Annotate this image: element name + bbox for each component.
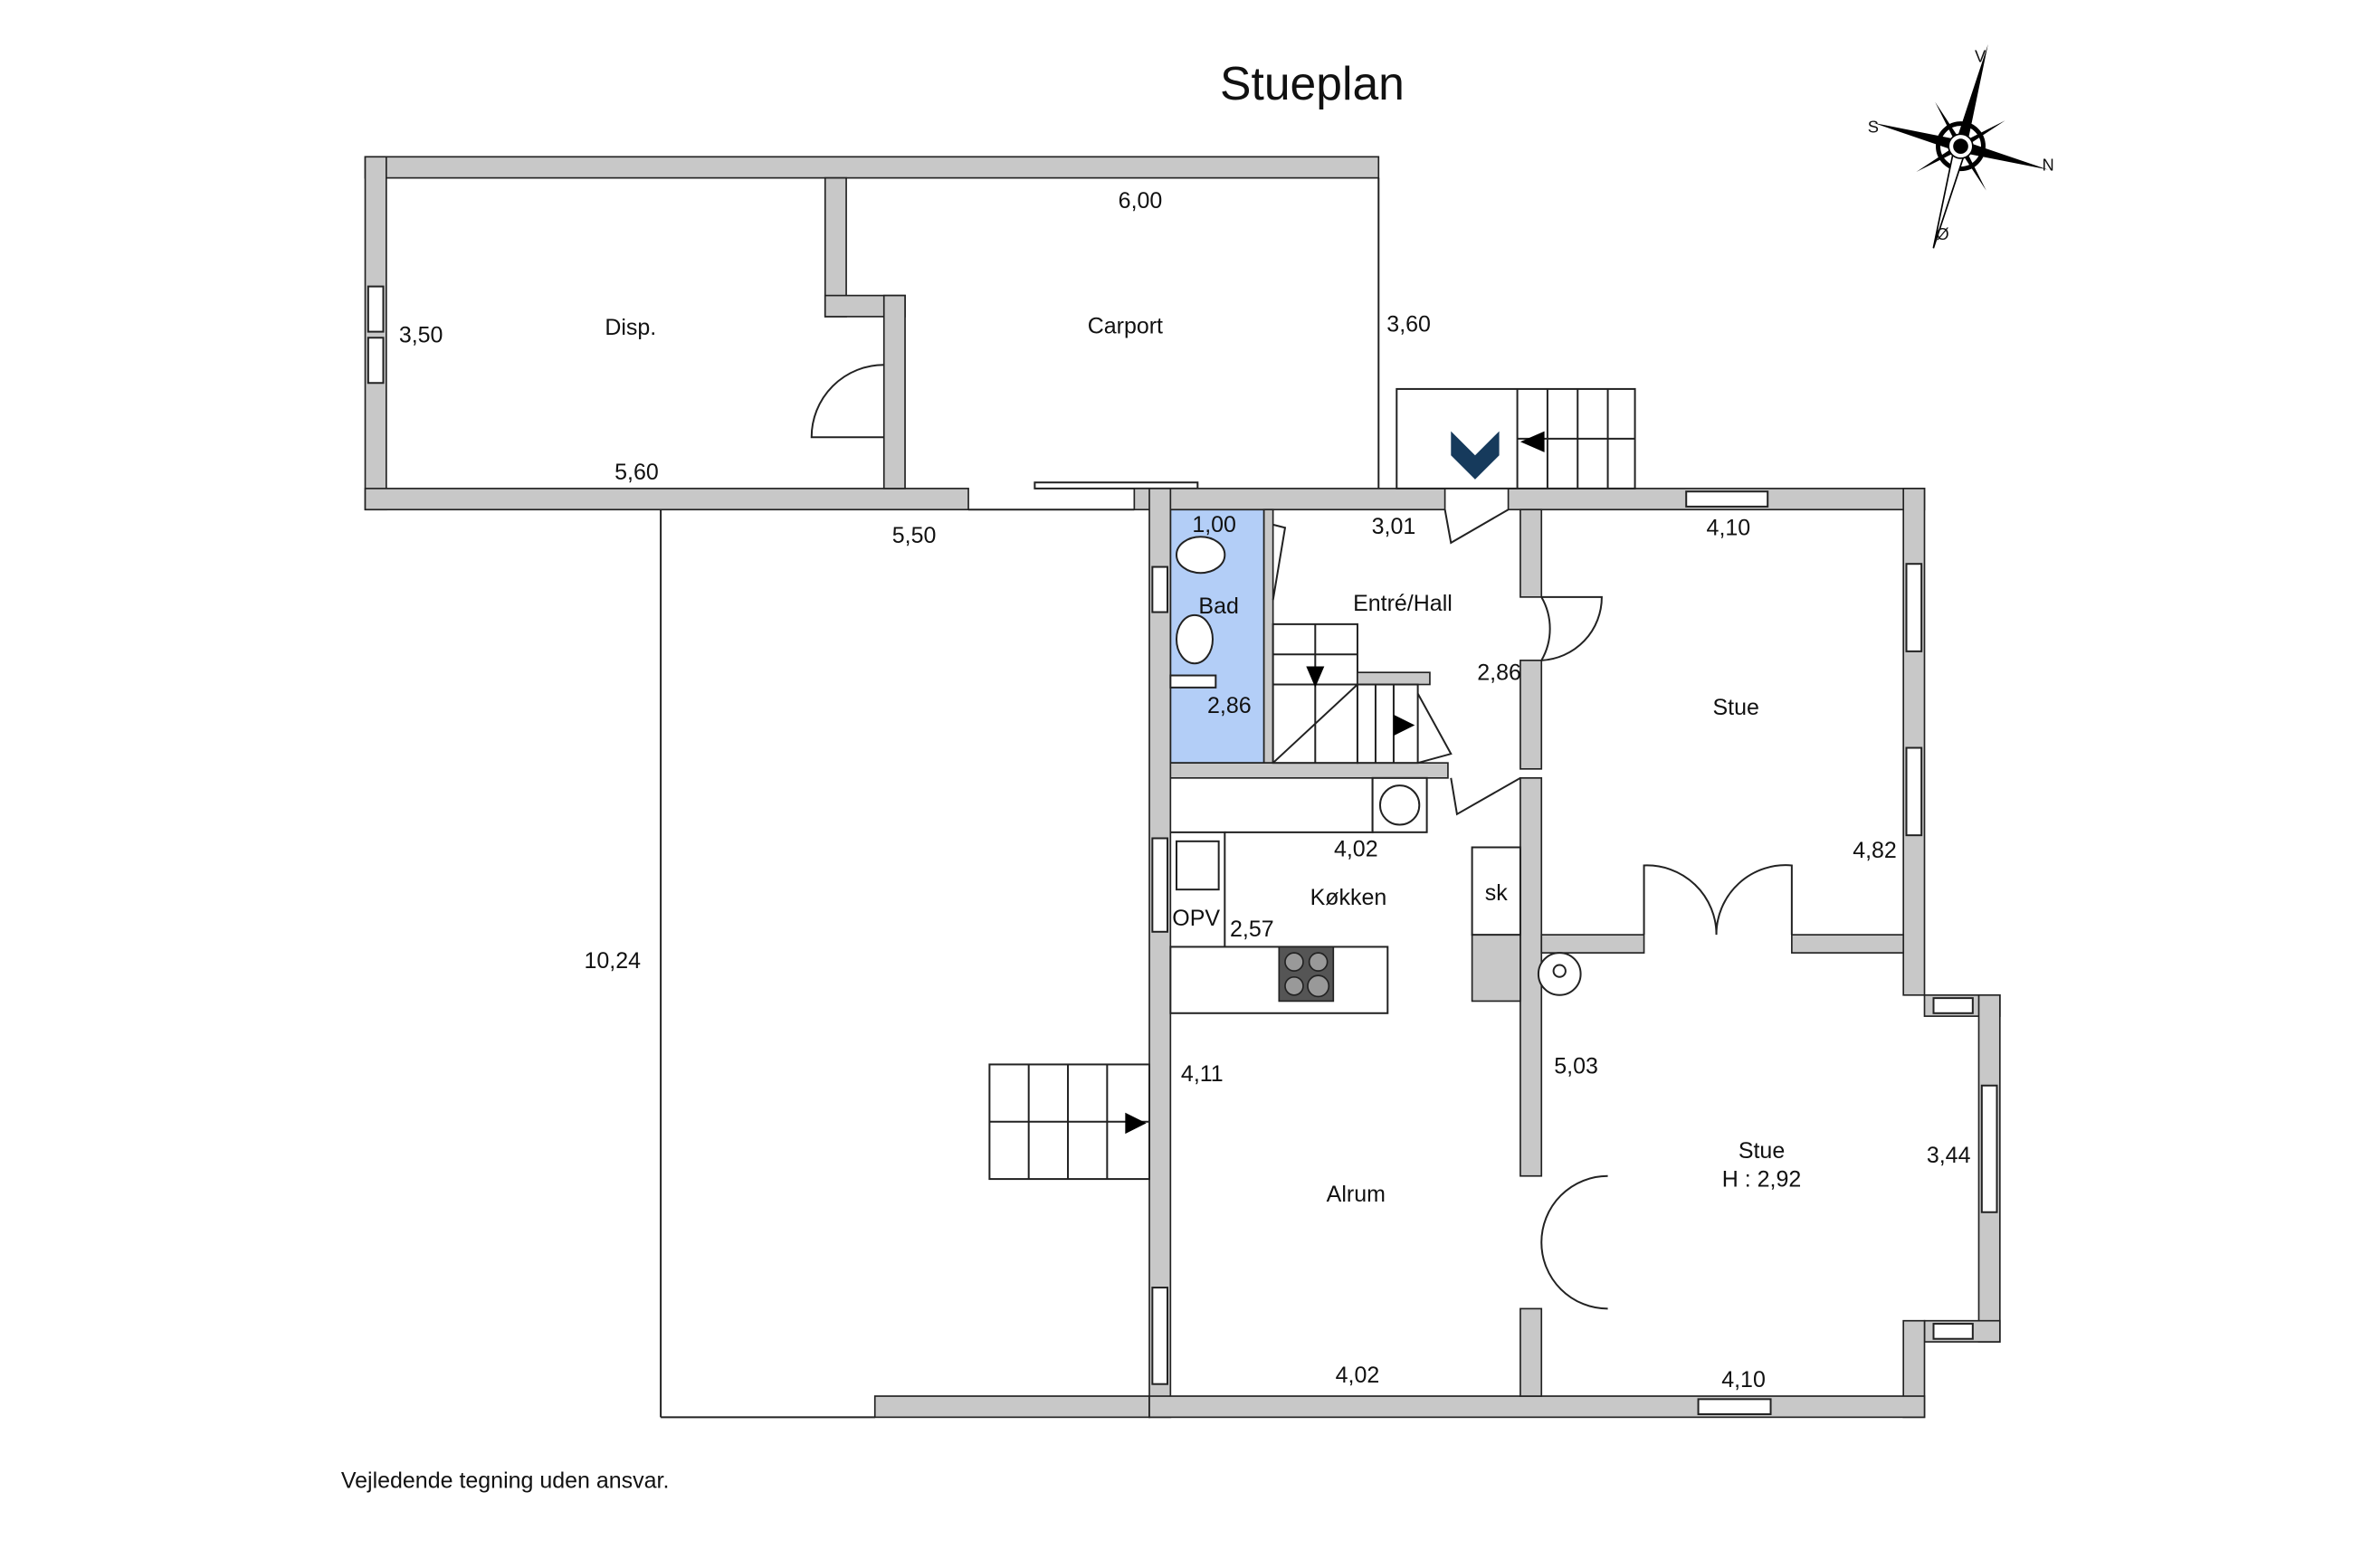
- room-disp: Disp.: [605, 315, 656, 340]
- dim: 4,02: [1336, 1363, 1380, 1388]
- terrace-outline: [660, 508, 1150, 1419]
- dim: 5,03: [1554, 1053, 1598, 1079]
- kitchen-fixtures: [1169, 536, 1582, 1014]
- dim: 10,24: [585, 948, 642, 974]
- dimension-labels: 3,50 5,60 6,00 3,60 5,50 10,24 1,00 2,86…: [399, 188, 1971, 1392]
- room-labels: Disp. Carport Bad Entré/Hall Stue Køkken…: [605, 313, 1801, 1207]
- room-kokken: Køkken: [1310, 885, 1387, 910]
- dim: 3,01: [1372, 514, 1416, 539]
- dim: 4,10: [1707, 516, 1751, 541]
- dim: 2,86: [1477, 660, 1521, 686]
- dim: 4,10: [1721, 1367, 1766, 1392]
- room-bad: Bad: [1198, 594, 1238, 619]
- room-alrum: Alrum: [1327, 1182, 1386, 1207]
- disclaimer: Vejledende tegning uden ansvar.: [341, 1468, 670, 1494]
- room-sk: sk: [1485, 880, 1508, 906]
- room-stue-2: Stue: [1739, 1138, 1785, 1164]
- room-stue-1: Stue: [1713, 695, 1759, 720]
- compass-o: Ø: [1936, 224, 1948, 243]
- dim: 4,11: [1181, 1061, 1224, 1087]
- room-carport: Carport: [1088, 313, 1163, 338]
- house-walls: [1133, 488, 2001, 1419]
- compass-s: S: [1868, 118, 1879, 137]
- outdoor-steps-alrum: [988, 1063, 1151, 1181]
- doors: [1107, 508, 1793, 1310]
- compass-icon: [1872, 43, 2049, 249]
- room-stue-2-height: H : 2,92: [1722, 1166, 1802, 1192]
- dim: 3,60: [1386, 312, 1431, 337]
- dim: 1,00: [1192, 512, 1236, 537]
- room-opv: OPV: [1172, 906, 1220, 931]
- dim: 4,82: [1853, 838, 1897, 863]
- dim: 2,57: [1230, 917, 1274, 942]
- compass-n: N: [2043, 155, 2054, 174]
- dim: 6,00: [1119, 188, 1163, 214]
- dim: 4,02: [1334, 836, 1378, 861]
- staircase: [1272, 622, 1453, 765]
- plan-title: Stueplan: [1220, 57, 1405, 109]
- room-entre: Entré/Hall: [1353, 591, 1453, 616]
- dim: 2,86: [1207, 693, 1252, 718]
- outdoor-steps-entry: [1396, 387, 1636, 489]
- dim: 5,50: [892, 523, 937, 548]
- dim: 5,60: [614, 460, 659, 485]
- compass-v: V: [1975, 46, 1986, 65]
- outbuilding-walls: [364, 156, 1380, 511]
- dim: 3,50: [399, 322, 443, 347]
- dim: 3,44: [1927, 1143, 1971, 1168]
